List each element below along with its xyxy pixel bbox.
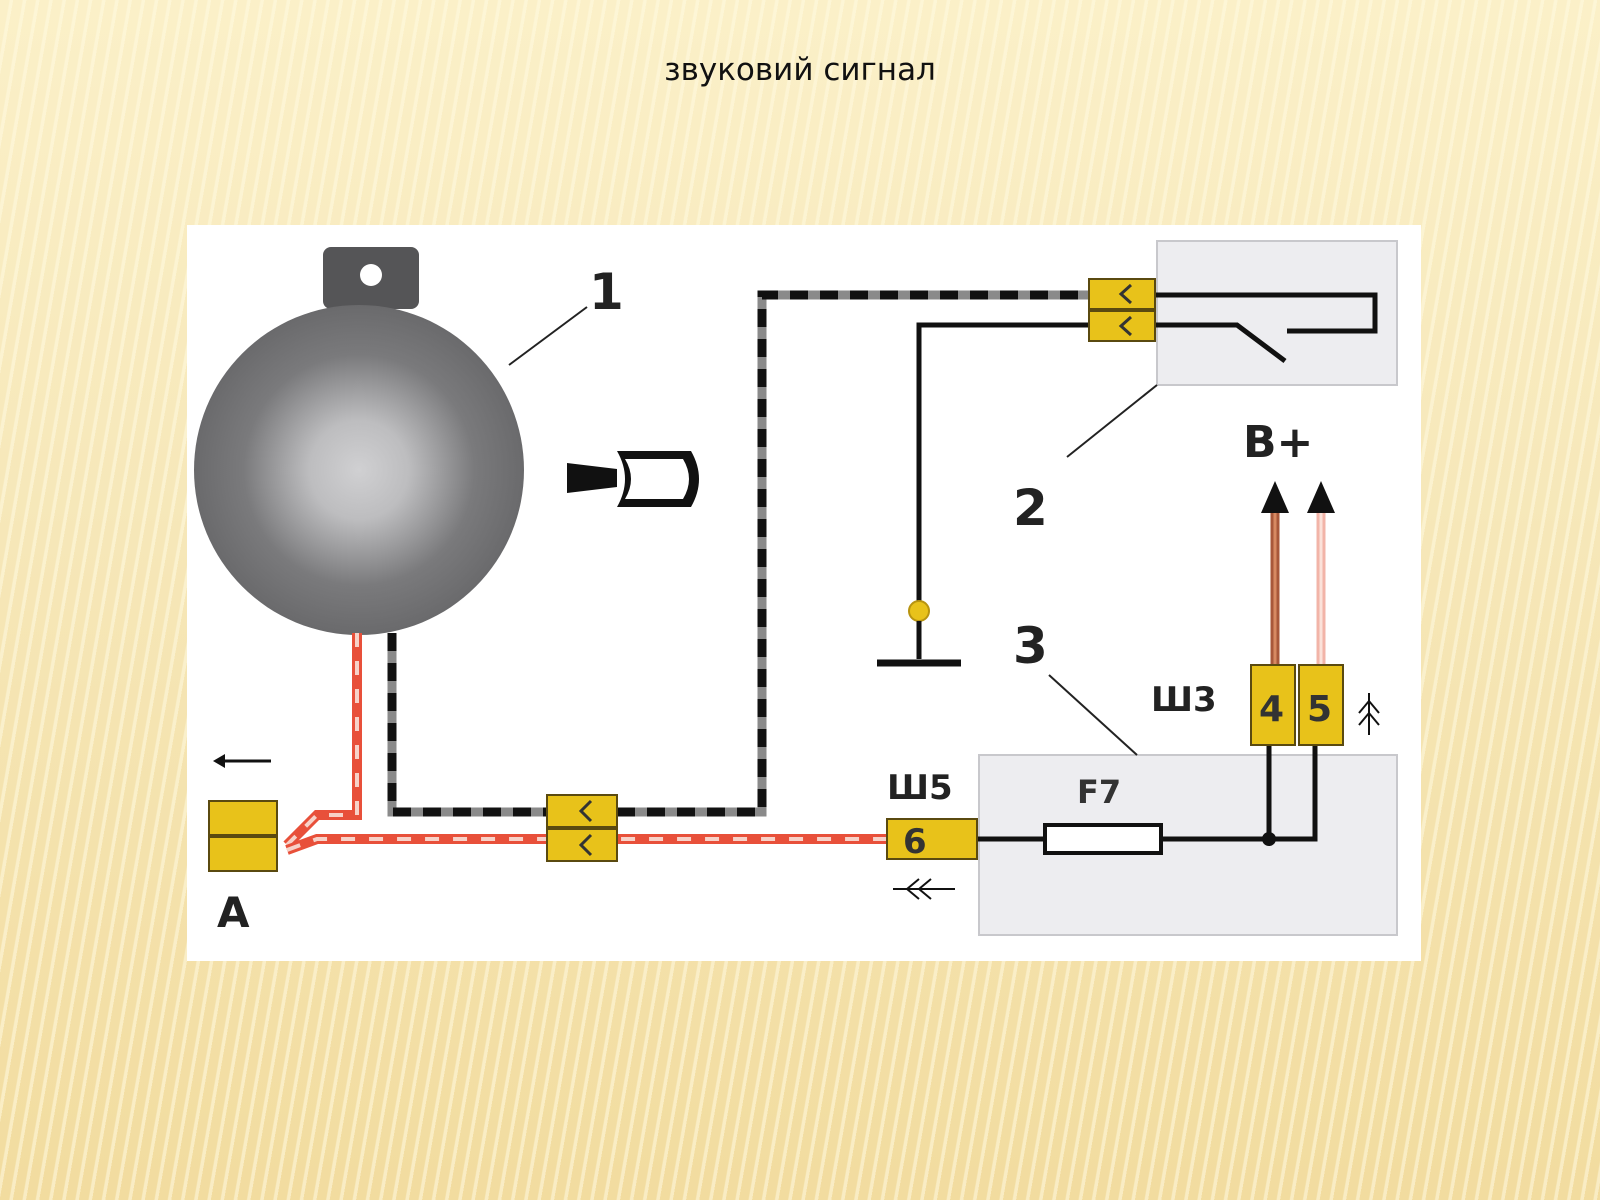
label-plug-w5: Ш5 <box>887 768 953 808</box>
fuse-box <box>978 754 1398 936</box>
fuse-circuit <box>977 745 1318 842</box>
connector-pin-6 <box>886 818 978 860</box>
switch-contacts <box>1152 292 1378 363</box>
wire-power <box>1261 481 1335 665</box>
label-pin-5: 5 <box>1307 689 1332 730</box>
ground-icon <box>877 600 961 667</box>
label-fuse-box-number: 3 <box>1013 617 1048 675</box>
label-fuse: F7 <box>1077 773 1121 811</box>
connector-w3 <box>1250 664 1344 746</box>
switch-box <box>1156 240 1398 386</box>
double-chevron-left-icon <box>893 878 955 900</box>
wiring-diagram: 1 2 3 A B+ Ш3 Ш5 F7 4 5 6 <box>187 225 1421 961</box>
label-pin-6: 6 <box>903 822 927 862</box>
label-switch-number: 2 <box>1013 479 1048 537</box>
diagram-canvas: 1 2 3 A B+ Ш3 Ш5 F7 4 5 6 <box>194 240 1398 937</box>
horn-unit <box>194 247 524 635</box>
junction-dot <box>1262 832 1276 846</box>
horn-body <box>194 305 524 635</box>
arrow-left-icon <box>213 754 271 768</box>
label-horn-number: 1 <box>589 263 624 321</box>
label-plug-w3: Ш3 <box>1151 680 1217 720</box>
wire-red-white <box>283 633 887 855</box>
slide-title: звуковий сигнал <box>664 52 936 88</box>
label-pin-4: 4 <box>1259 689 1284 730</box>
horn-icon <box>567 451 699 507</box>
wire-ground <box>916 322 1092 603</box>
label-connector-a: A <box>217 888 250 937</box>
connector-middle <box>546 794 618 862</box>
label-power: B+ <box>1243 417 1313 468</box>
connector-a <box>208 800 278 872</box>
connector-switch <box>1088 278 1156 342</box>
fuse-f7 <box>1043 823 1163 855</box>
wire-grey-black <box>387 290 1092 817</box>
double-chevron-up-icon <box>1358 693 1380 735</box>
leader-lines <box>508 306 1158 756</box>
